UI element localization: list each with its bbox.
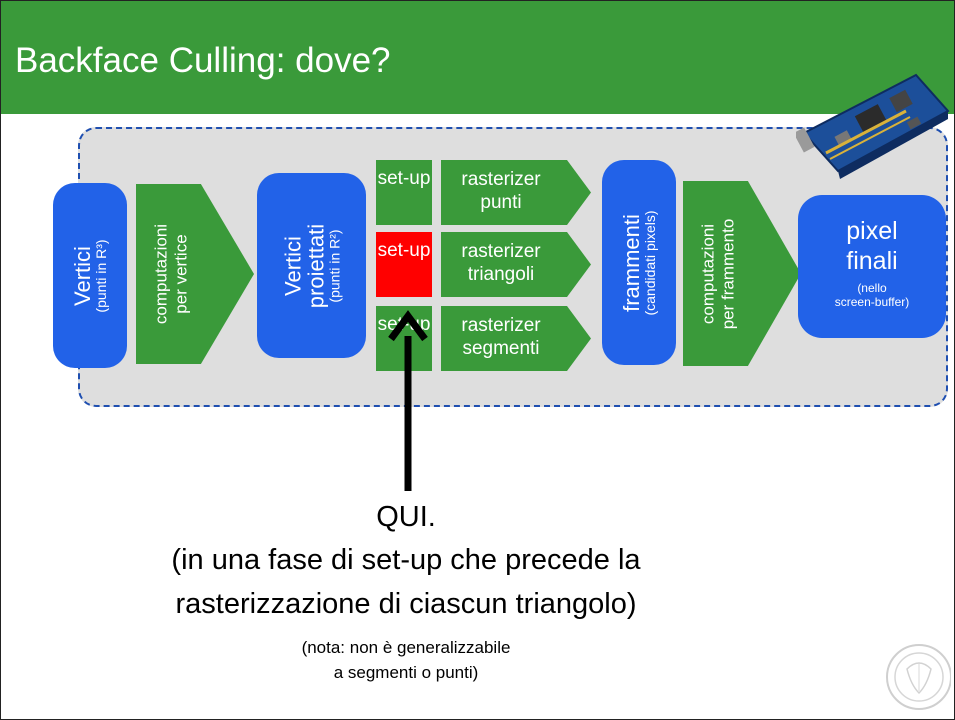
setup-segmenti: set-up: [376, 306, 432, 371]
slide-title: Backface Culling: dove?: [15, 41, 391, 80]
vertici-sub: (punti in R³): [93, 238, 110, 313]
rasterizer-segmenti-line1: rasterizer: [461, 315, 541, 336]
title-bar: Backface Culling: dove?: [1, 1, 954, 114]
computazioni-vertice-line1: computazioni: [151, 223, 171, 325]
frammenti-box: frammenti (candidati pixels): [602, 160, 676, 365]
rasterizer-triangoli: rasterizer triangoli: [441, 232, 591, 297]
rasterizer-punti: rasterizer punti: [441, 160, 591, 225]
pixel-finali-line2: finali: [846, 247, 898, 275]
pixel-finali-sub2: screen-buffer): [834, 294, 910, 309]
rasterizer-triangoli-line1: rasterizer: [461, 241, 541, 262]
rasterizer-punti-line2: punti: [480, 191, 522, 213]
vertici-box: Vertici (punti in R³): [53, 183, 127, 368]
university-seal-icon: [886, 644, 951, 710]
vertici-proiettati-line1: Vertici: [280, 235, 306, 296]
caption-note2: a segmenti o punti): [333, 663, 479, 682]
computazioni-vertice-line2: per vertice: [171, 234, 190, 314]
rasterizer-segmenti-line2: segmenti: [462, 337, 540, 359]
vertici-proiettati-line2: proiettati: [303, 223, 329, 308]
caption-line2: (in una fase di set-up che precede la: [171, 544, 641, 576]
pixel-finali-sub1: (nello: [857, 281, 887, 295]
computazioni-frammento-line1: computazioni: [698, 223, 718, 324]
graphics-card-icon: [796, 73, 950, 179]
vertici-proiettati-sub: (punti in R²): [326, 228, 343, 303]
caption-line3: rasterizzazione di ciascun triangolo): [175, 588, 637, 620]
frammenti-label: frammenti: [619, 213, 645, 312]
vertici-proiettati-box: Vertici proiettati (punti in R²): [257, 173, 366, 358]
vertici-label: Vertici: [70, 245, 96, 306]
setup-triangoli: set-up: [376, 232, 432, 297]
frammenti-sub: (candidati pixels): [642, 209, 659, 316]
rasterizer-segmenti: rasterizer segmenti: [441, 306, 591, 371]
rasterizer-punti-line1: rasterizer: [461, 169, 541, 190]
pixel-finali-line1: pixel: [846, 217, 898, 245]
setup-punti: set-up: [376, 160, 432, 225]
pixel-finali-box: pixel finali (nello screen-buffer): [798, 195, 946, 338]
computazioni-frammento-line2: per frammento: [718, 218, 737, 329]
caption-note1: (nota: non è generalizzabile: [301, 638, 511, 657]
caption-qui: QUI.: [376, 501, 436, 533]
rasterizer-triangoli-line2: triangoli: [467, 263, 535, 285]
